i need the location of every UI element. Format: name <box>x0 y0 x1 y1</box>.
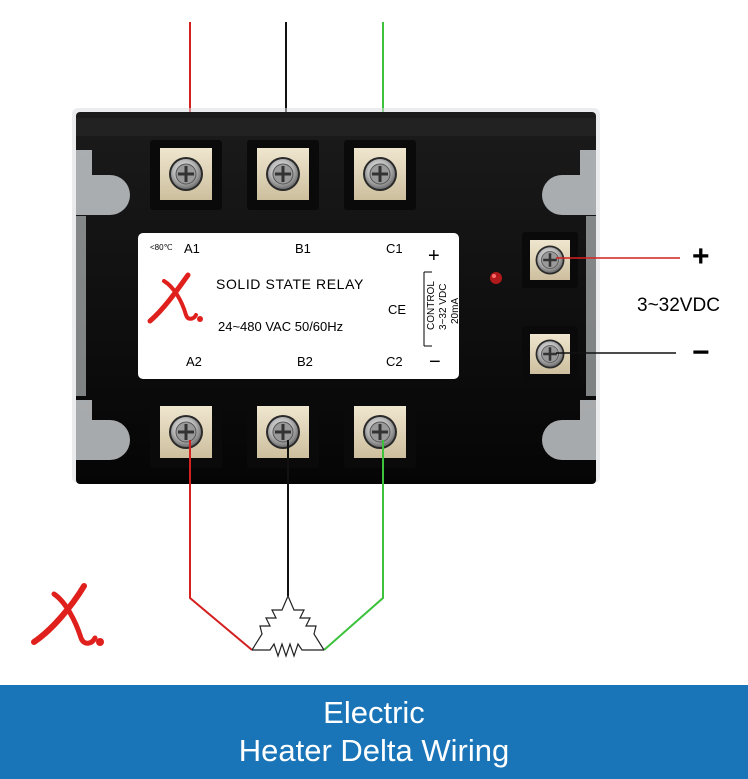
label-title: SOLID STATE RELAY <box>216 276 364 292</box>
label-temp-rating: <80℃ <box>150 243 173 252</box>
terminal-a2 <box>160 406 212 458</box>
banner-line-2: Heater Delta Wiring <box>238 733 510 768</box>
terminal-b1 <box>257 148 309 200</box>
label-control-2: 3~32 VDC <box>438 284 449 330</box>
control-range: 3~32VDC <box>637 295 720 316</box>
label-control-1: CONTROL <box>426 281 437 330</box>
label-minus: − <box>429 351 441 373</box>
control-minus-sign: − <box>692 336 710 369</box>
title-banner: Electric Heater Delta Wiring <box>0 685 748 779</box>
label-control-3: 20mA <box>450 298 461 324</box>
label-a2: A2 <box>186 354 202 369</box>
terminal-c2 <box>354 406 406 458</box>
wire-a-bottom <box>189 440 253 651</box>
terminal-c1 <box>354 148 406 200</box>
control-plus-sign: + <box>692 240 710 273</box>
status-led <box>490 272 502 284</box>
label-plus: + <box>428 245 440 267</box>
label-ce: CE <box>388 302 406 317</box>
label-b1: B1 <box>295 241 311 256</box>
terminal-control-plus <box>530 240 570 280</box>
brand-logo-icon <box>31 583 104 646</box>
label-c1: C1 <box>386 241 403 256</box>
label-c2: C2 <box>386 354 403 369</box>
logo-icon <box>147 272 203 324</box>
terminal-a1 <box>160 148 212 200</box>
label-b2: B2 <box>297 354 313 369</box>
label-a1: A1 <box>184 241 200 256</box>
terminal-b2 <box>257 406 309 458</box>
wiring-diagram: <80℃ A1 B1 C1 + SOLID STATE RELAY 24~480… <box>31 22 720 658</box>
banner-line-1: Electric <box>323 695 425 730</box>
heater-delta-icon <box>251 595 325 658</box>
relay-label: <80℃ A1 B1 C1 + SOLID STATE RELAY 24~480… <box>138 233 461 379</box>
label-rating: 24~480 VAC 50/60Hz <box>218 319 343 334</box>
terminal-control-minus <box>530 334 570 374</box>
wire-c-bottom <box>323 440 384 651</box>
